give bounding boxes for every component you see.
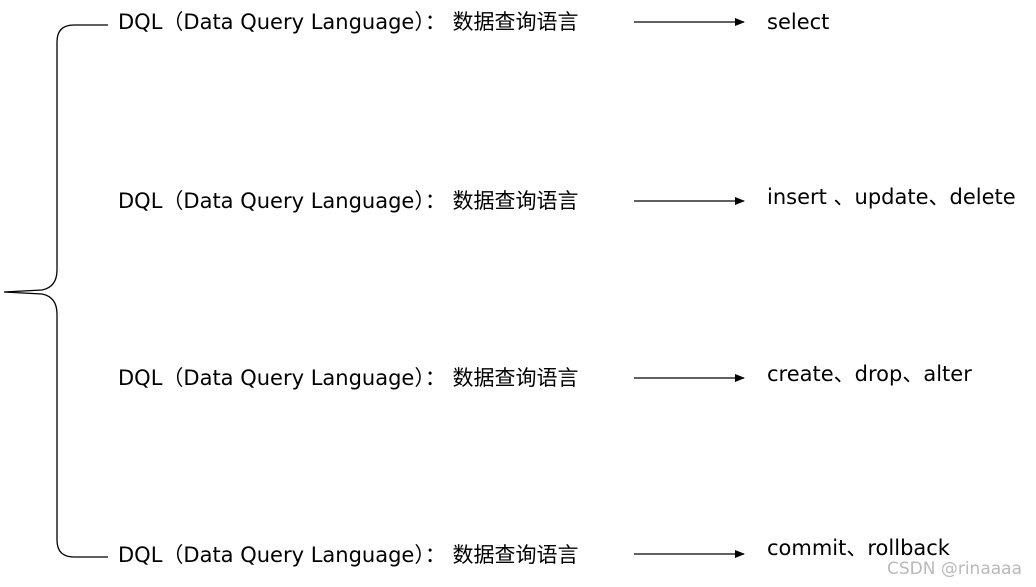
row-3-label: DQL（Data Query Language）： 数据查询语言 — [118, 366, 579, 390]
row-4: DQL（Data Query Language）： 数据查询语言 commit、… — [0, 538, 1036, 583]
row-3-commands: create、drop、alter — [767, 362, 972, 386]
row-1-label: DQL（Data Query Language）： 数据查询语言 — [118, 10, 579, 34]
csdn-watermark: CSDN @rinaaaa — [886, 559, 1022, 579]
row-4-commands: commit、rollback — [767, 536, 950, 560]
row-1: DQL（Data Query Language）： 数据查询语言 select — [0, 10, 1036, 50]
row-2: DQL（Data Query Language）： 数据查询语言 insert … — [0, 185, 1036, 229]
left-curly-brace-icon — [3, 24, 108, 558]
row-2-commands: insert 、update、delete — [767, 185, 1016, 209]
row-1-commands: select — [767, 10, 830, 34]
row-4-label: DQL（Data Query Language）： 数据查询语言 — [118, 543, 579, 567]
row-3: DQL（Data Query Language）： 数据查询语言 create、… — [0, 362, 1036, 406]
row-2-label: DQL（Data Query Language）： 数据查询语言 — [118, 189, 579, 213]
